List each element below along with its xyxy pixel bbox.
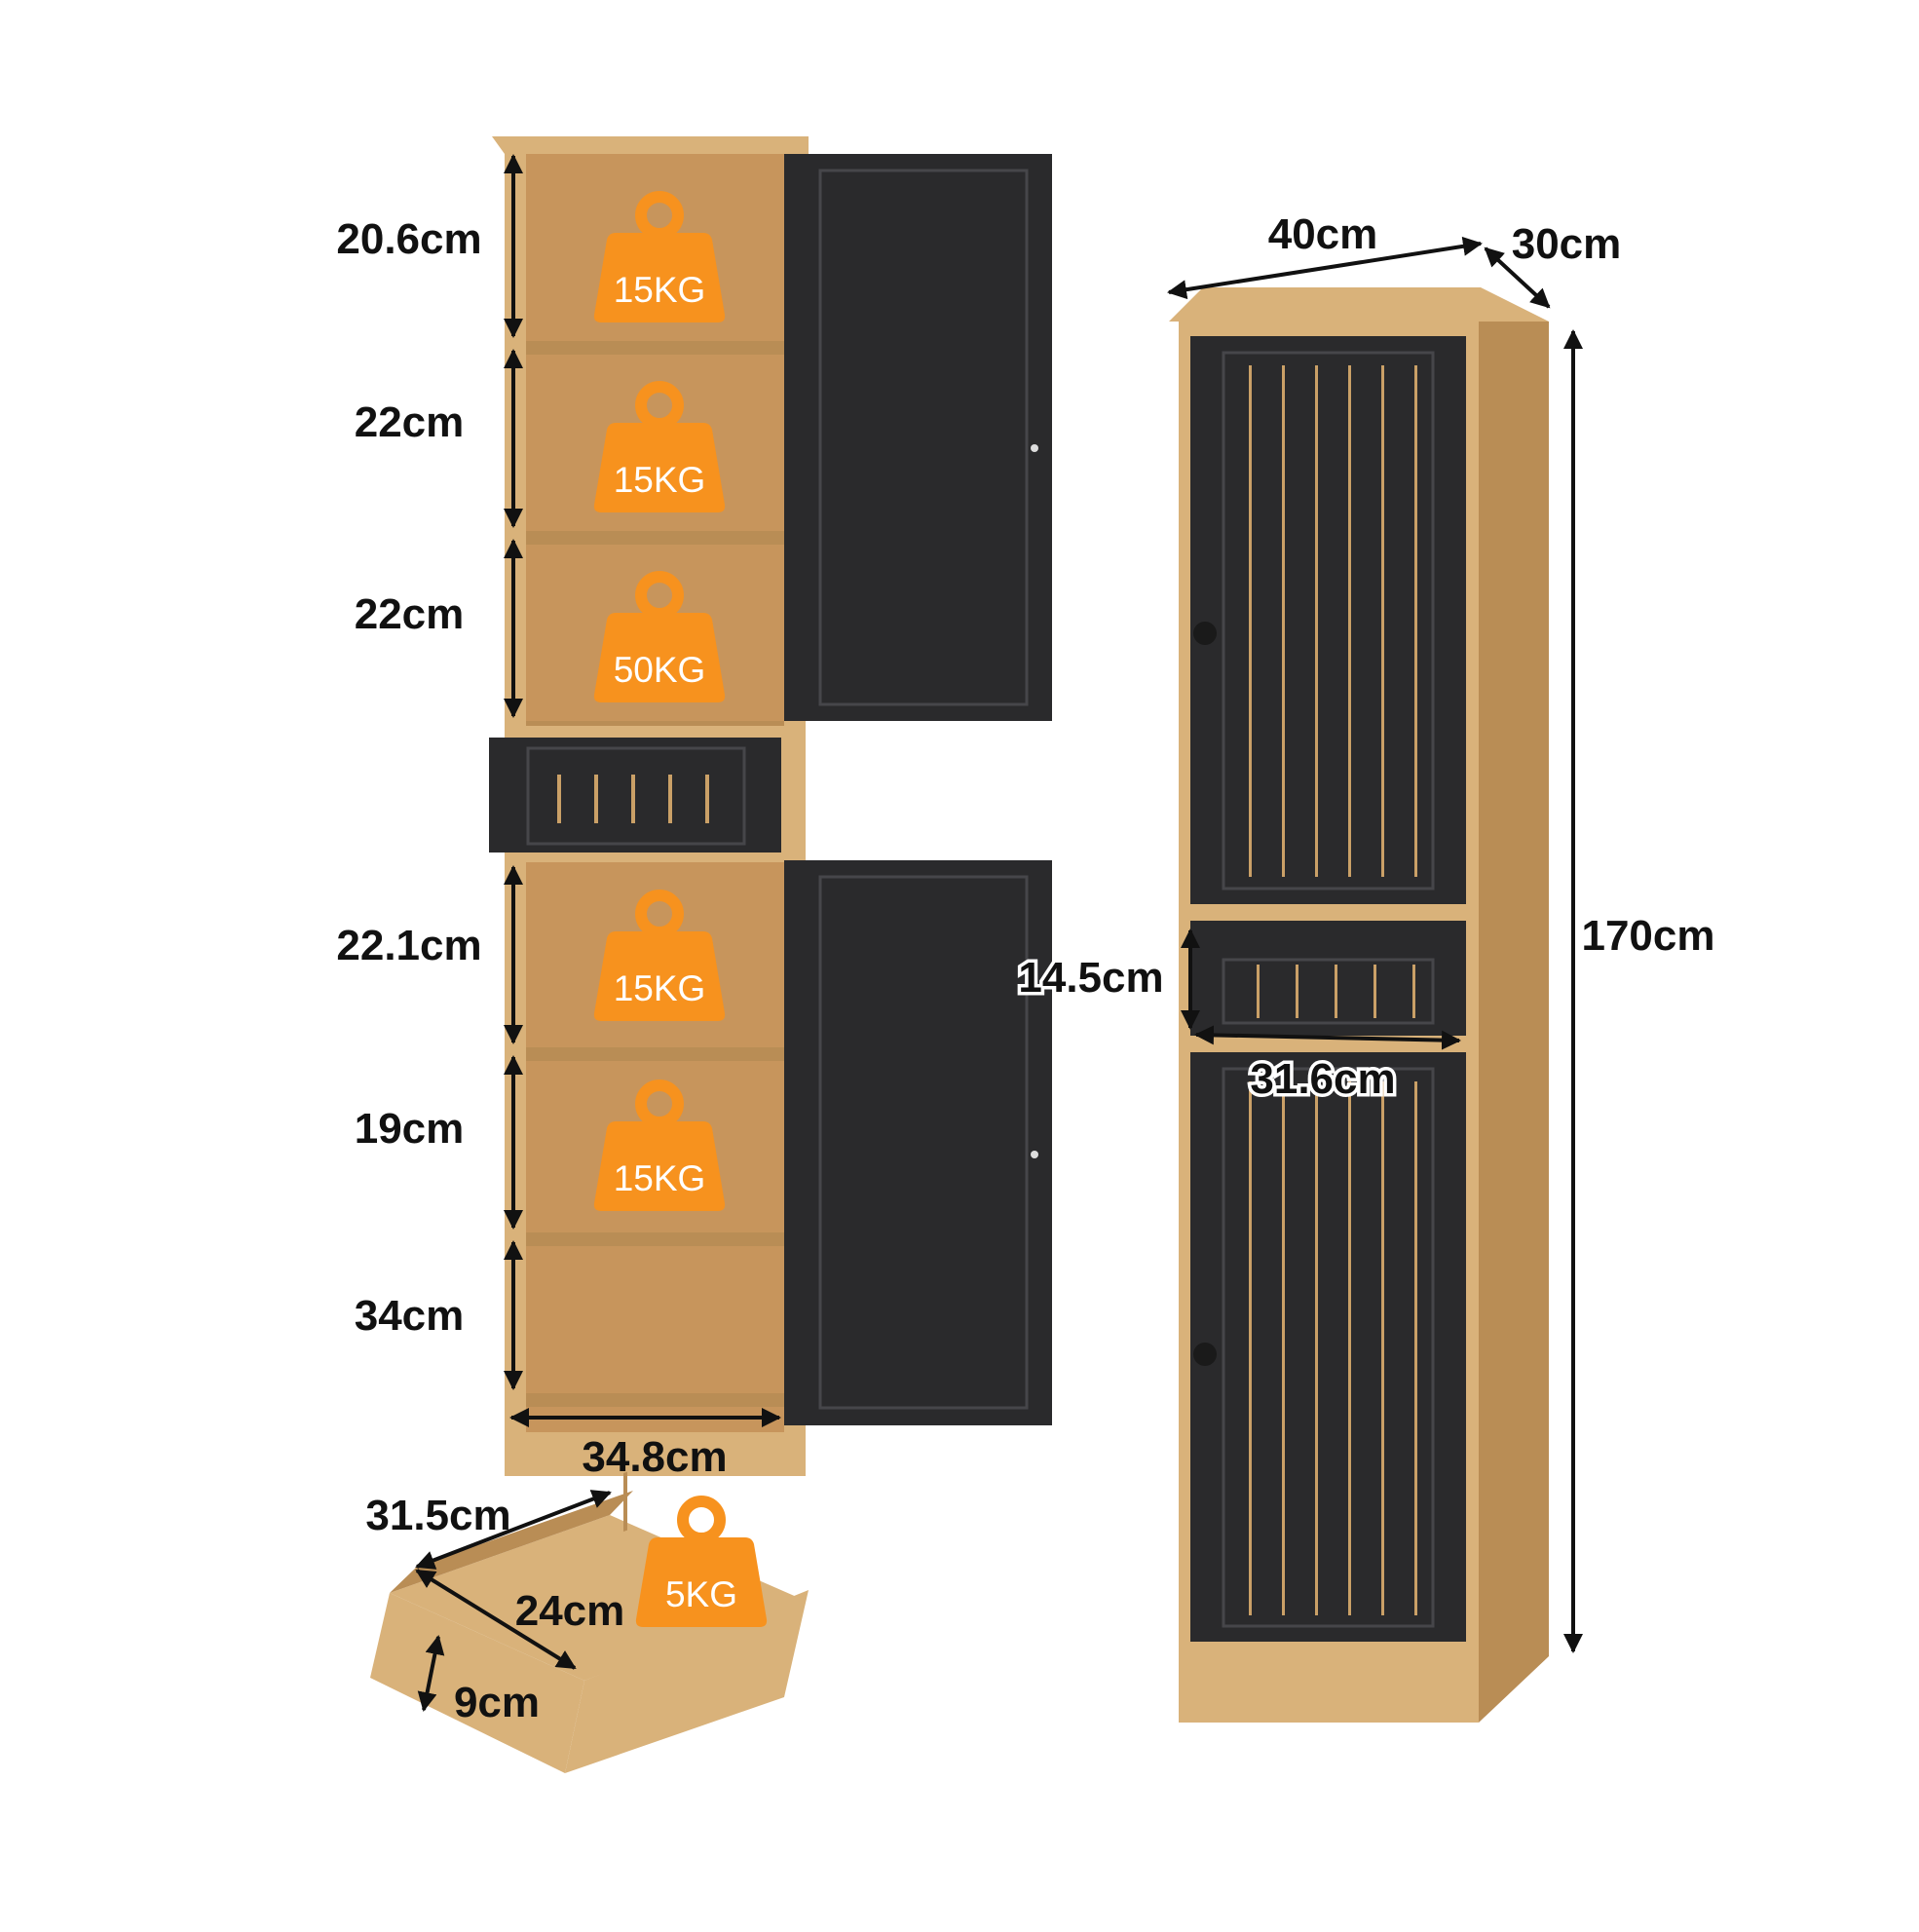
open-cabinet-illustration: 15KG 15KG 50KG 15KG 15KG 20.6cm 22cm 22c… [336, 136, 1052, 1481]
closed-cabinet-illustration: 40cm 30cm 170cm 14.5cm 31.6cm [1015, 210, 1715, 1723]
inner-width-label: 34.8cm [582, 1433, 727, 1481]
shelf-height-label: 22.1cm [336, 922, 481, 969]
upper-open-door [784, 154, 1052, 721]
drawer-slat [623, 1471, 627, 1533]
drawer-front-height-label: 14.5cm [1018, 954, 1163, 1002]
shelf-height-label: 19cm [355, 1105, 465, 1153]
cabinet-side-panel [1479, 322, 1549, 1723]
shelf-height-label: 22cm [355, 590, 465, 638]
open-drawer-front [489, 738, 781, 852]
shelf [526, 1393, 784, 1407]
shelf [526, 1232, 784, 1246]
closed-drawer [1190, 921, 1466, 1036]
cabinet-depth-label: 30cm [1512, 220, 1622, 268]
cabinet-height-label: 170cm [1581, 912, 1714, 960]
shelf-height-label: 22cm [355, 398, 465, 446]
shelf-load-label: 15KG [614, 270, 706, 310]
shelf [526, 531, 784, 545]
cabinet-width-label: 40cm [1268, 210, 1378, 258]
door-knob [1193, 1343, 1217, 1366]
lower-open-door [784, 860, 1052, 1425]
shelf-load-label: 15KG [614, 968, 706, 1008]
shelf-load-label: 50KG [614, 650, 706, 690]
shelf-height-label: 34cm [355, 1292, 465, 1340]
cabinet-top-board [492, 136, 809, 154]
shelf [526, 341, 784, 355]
shelf [526, 1047, 784, 1061]
drawer-load-label: 5KG [665, 1574, 737, 1614]
drawer-illustration: 5KG 31.5cm 24cm 9cm [365, 1471, 809, 1773]
drawer-depth-label: 24cm [515, 1587, 625, 1635]
shelf-load-label: 15KG [614, 1158, 706, 1198]
cabinet-base [505, 1432, 806, 1476]
cabinet-top-board [1169, 287, 1549, 322]
drawer-height-label: 9cm [454, 1679, 540, 1726]
drawer-front [565, 1590, 809, 1773]
upper-closed-door [1190, 336, 1466, 904]
shelf-height-label: 20.6cm [336, 215, 481, 263]
shelf-load-label: 15KG [614, 460, 706, 500]
drawer-width-label: 31.5cm [365, 1492, 510, 1539]
drawer-front-width-label: 31.6cm [1250, 1055, 1395, 1103]
lower-closed-door [1190, 1052, 1466, 1642]
door-knob [1193, 622, 1217, 645]
